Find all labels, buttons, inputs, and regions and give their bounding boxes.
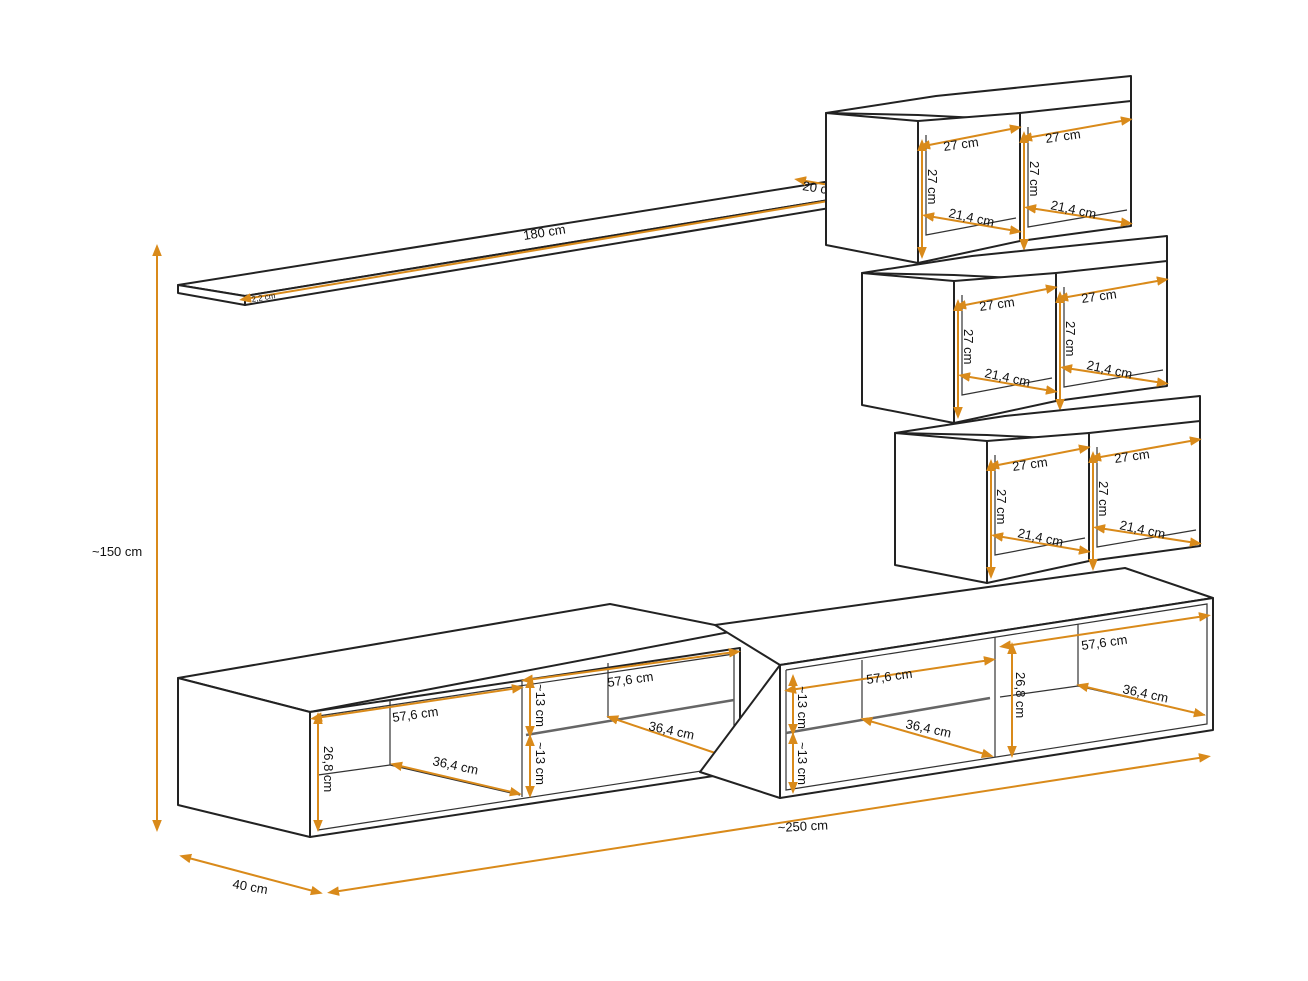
- left-glass-upper-height-label: ~13 cm: [533, 684, 548, 727]
- cube-width-label: 27 cm: [1080, 286, 1117, 306]
- width-label: ~250 cm: [777, 817, 828, 835]
- shelf-thickness-label: 2,2 cm: [251, 291, 276, 304]
- overall-dimensions: ~150 cm ~250 cm 40 cm: [92, 244, 1211, 897]
- cube-height-label: 27 cm: [961, 329, 976, 364]
- cube-height-label: 27 cm: [1063, 321, 1078, 356]
- shelf-length-dimension: [239, 192, 864, 303]
- left-glass-lower-height-label: ~13 cm: [533, 742, 548, 785]
- right-tv-unit: 57,6 cm 36,4 cm ~13 cm ~13 cm 57,6 cm 36…: [699, 567, 1214, 799]
- shelf-length-label: 180 cm: [522, 221, 566, 242]
- wall-shelf: 180 cm 20 cm 2,2 cm: [177, 176, 891, 306]
- left-compartment-width-label: 57,6 cm: [391, 704, 439, 725]
- cube-height-label: 27 cm: [1027, 161, 1042, 196]
- width-dimension: [327, 753, 1211, 896]
- right-glass-width-label: 57,6 cm: [865, 666, 913, 687]
- depth-label: 40 cm: [231, 876, 268, 897]
- cube-width-label: 27 cm: [942, 134, 979, 154]
- left-tv-unit: 57,6 cm 36,4 cm 26,8 cm 57,6 cm 36,4 cm …: [177, 603, 741, 838]
- depth-dimension: [179, 853, 323, 896]
- cube-width-label: 27 cm: [1113, 446, 1150, 466]
- cube-width-label: 27 cm: [978, 294, 1015, 314]
- cube-width-label: 27 cm: [1011, 454, 1048, 474]
- cube-height-label: 27 cm: [925, 169, 940, 204]
- left-glass-width-label: 57,6 cm: [606, 669, 654, 690]
- right-glass-lower-height-label: ~13 cm: [795, 742, 810, 785]
- right-compartment-height-label: 26,8 cm: [1013, 672, 1028, 718]
- height-label: ~150 cm: [92, 544, 142, 559]
- cube-height-label: 27 cm: [1096, 481, 1111, 516]
- right-glass-upper-height-label: ~13 cm: [795, 686, 810, 729]
- right-compartment-width-label: 57,6 cm: [1080, 632, 1128, 653]
- cube-height-label: 27 cm: [994, 489, 1009, 524]
- left-compartment-height-label: 26,8 cm: [321, 746, 336, 792]
- cube-width-label: 27 cm: [1044, 126, 1081, 146]
